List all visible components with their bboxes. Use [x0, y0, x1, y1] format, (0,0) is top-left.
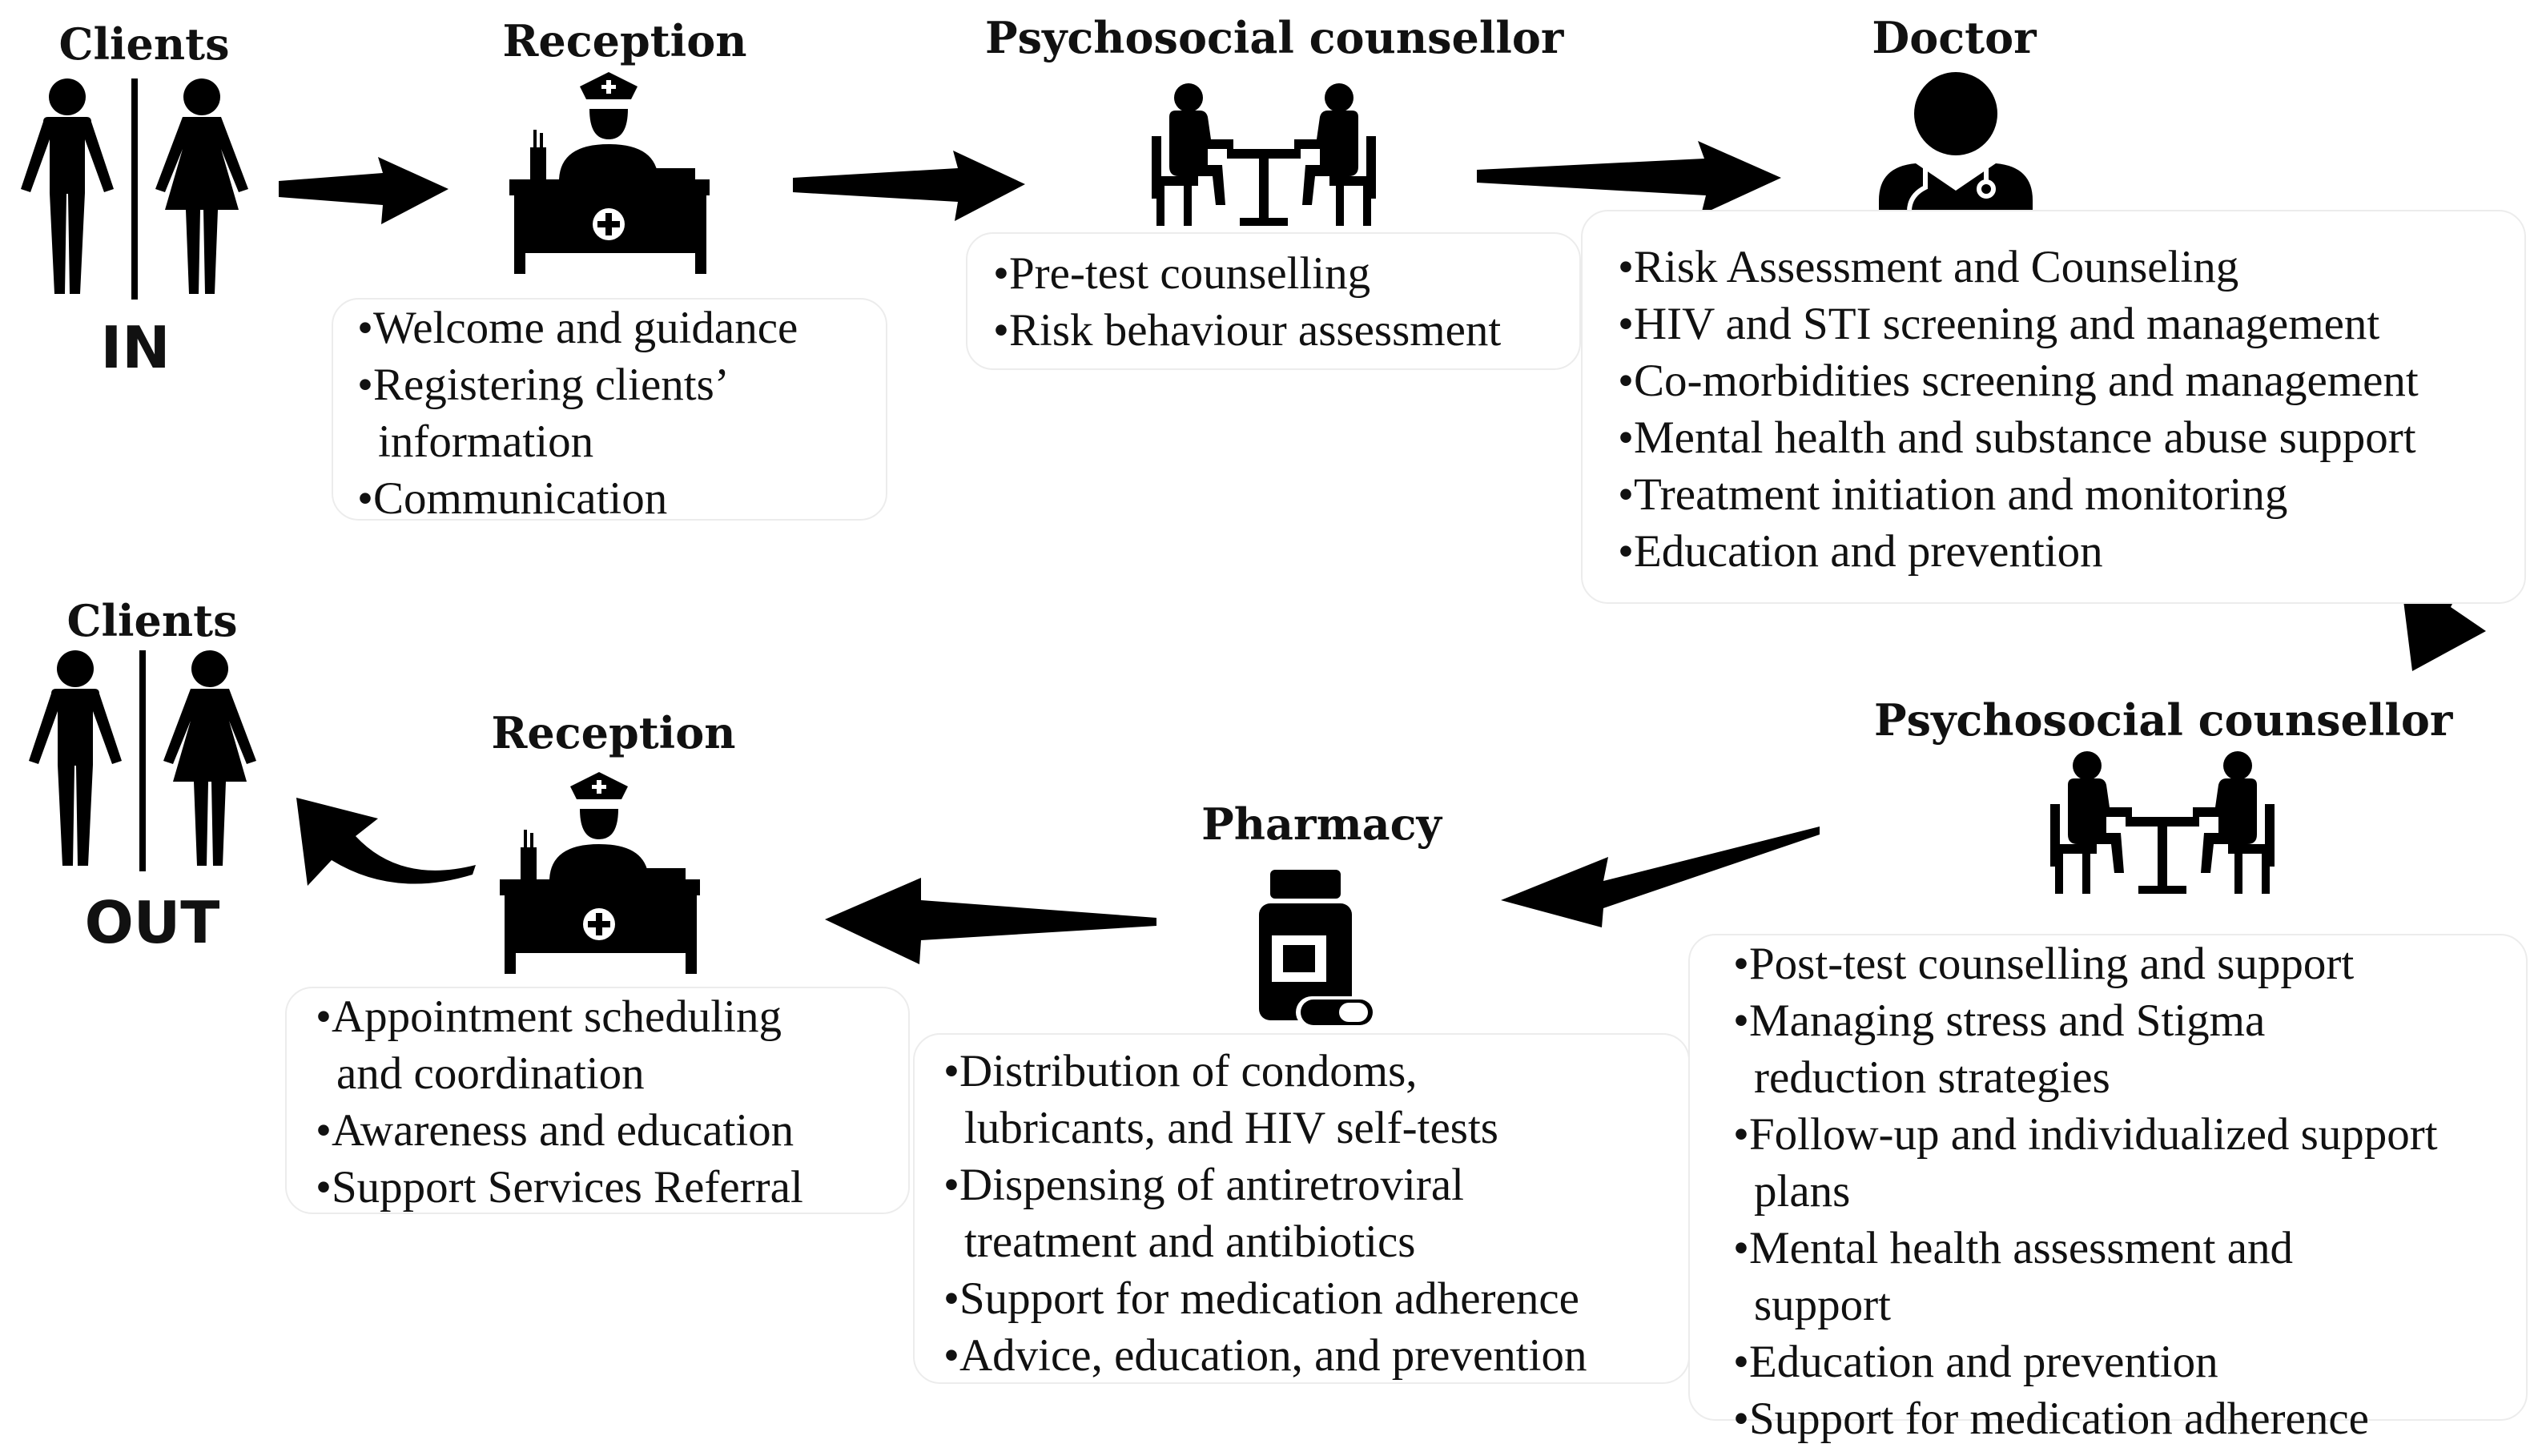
list-item-continuation: treatment and antibiotics	[964, 1217, 1416, 1267]
list-item: Support Services Referral	[316, 1159, 908, 1216]
reception-out-box: Appointment scheduling and coordination …	[285, 987, 910, 1214]
list-item-continuation: support	[1754, 1280, 1891, 1330]
counsellor-post-box: Post-test counselling and support Managi…	[1688, 934, 2528, 1444]
flow-arrow-6	[825, 878, 1156, 964]
list-item: Managing stress and Stigma	[1733, 992, 2526, 1049]
flow-arrow-7	[296, 798, 476, 886]
list-item: Welcome and guidance	[357, 300, 886, 356]
list-item: Education and prevention	[1733, 1333, 2526, 1390]
list-item: treatment and antibiotics	[943, 1213, 1688, 1270]
list-item: Dispensing of antiretroviral	[943, 1156, 1688, 1213]
list-item: Follow-up and individualized support	[1733, 1106, 2526, 1163]
list-item: Mental health assessment and	[1733, 1220, 2526, 1277]
list-item: support	[1733, 1277, 2526, 1333]
receptionist-icon	[500, 772, 700, 974]
list-item: HIV and STI screening and management	[1618, 296, 2524, 352]
list-item: Post-test counselling and support	[1733, 935, 2526, 992]
medicine-bottle-icon	[1259, 870, 1374, 1028]
pharmacy-box: Distribution of condoms, lubricants, and…	[913, 1033, 1690, 1384]
doctor-title: Doctor	[1872, 12, 2037, 63]
list-item: Appointment scheduling	[316, 988, 908, 1045]
counsellor-post-title: Psychosocial counsellor	[1874, 694, 2453, 746]
clients-in-icon	[21, 78, 248, 300]
list-item-continuation: lubricants, and HIV self-tests	[964, 1103, 1498, 1153]
list-item: Support for medication adherence	[943, 1270, 1688, 1327]
list-item: information	[357, 413, 886, 470]
list-item: and coordination	[316, 1045, 908, 1102]
clients-in-title: Clients	[58, 18, 230, 70]
list-item: plans	[1733, 1163, 2526, 1220]
counselling-icon	[2050, 751, 2275, 894]
counselling-icon	[1152, 83, 1376, 226]
flow-arrow-5	[1501, 827, 1820, 927]
list-item: Co-morbidities screening and management	[1618, 352, 2524, 409]
list-item-continuation: plans	[1754, 1166, 1851, 1217]
pharmacy-title: Pharmacy	[1201, 798, 1442, 850]
list-item: Education and prevention	[1618, 523, 2524, 580]
receptionist-icon	[509, 72, 710, 274]
list-item: Advice, education, and prevention	[943, 1327, 1688, 1384]
list-item: Mental health and substance abuse suppor…	[1618, 409, 2524, 466]
flow-arrow-1	[279, 157, 448, 224]
list-item: Treatment initiation and monitoring	[1618, 466, 2524, 523]
list-item: lubricants, and HIV self-tests	[943, 1100, 1688, 1156]
counsellor-pre-box: Pre-test counselling Risk behaviour asse…	[966, 232, 1581, 370]
list-item: Distribution of condoms,	[943, 1043, 1688, 1100]
list-item-continuation: reduction strategies	[1754, 1052, 2110, 1103]
doctor-box: Risk Assessment and Counseling HIV and S…	[1581, 210, 2526, 604]
list-item: Pre-test counselling	[993, 245, 1579, 302]
list-item: Risk behaviour assessment	[993, 302, 1579, 359]
clients-out-title: Clients	[66, 595, 238, 646]
list-item: Risk Assessment and Counseling	[1618, 239, 2524, 296]
list-item-continuation: and coordination	[336, 1048, 645, 1099]
list-item: Registering clients’	[357, 356, 886, 413]
reception-in-title: Reception	[502, 15, 747, 66]
list-item: Support for medication adherence	[1733, 1390, 2526, 1447]
reception-out-title: Reception	[491, 707, 736, 758]
out-label: OUT	[84, 889, 220, 956]
list-item: Awareness and education	[316, 1102, 908, 1159]
in-label: IN	[100, 314, 171, 381]
list-item: reduction strategies	[1733, 1049, 2526, 1106]
reception-in-box: Welcome and guidance Registering clients…	[332, 298, 887, 524]
clients-out-icon	[29, 650, 256, 871]
flow-arrow-2	[793, 151, 1025, 221]
flow-arrow-3	[1477, 141, 1781, 215]
list-item-continuation: information	[378, 416, 594, 467]
list-item: Communication	[357, 470, 886, 527]
counsellor-pre-title: Psychosocial counsellor	[985, 12, 1564, 63]
